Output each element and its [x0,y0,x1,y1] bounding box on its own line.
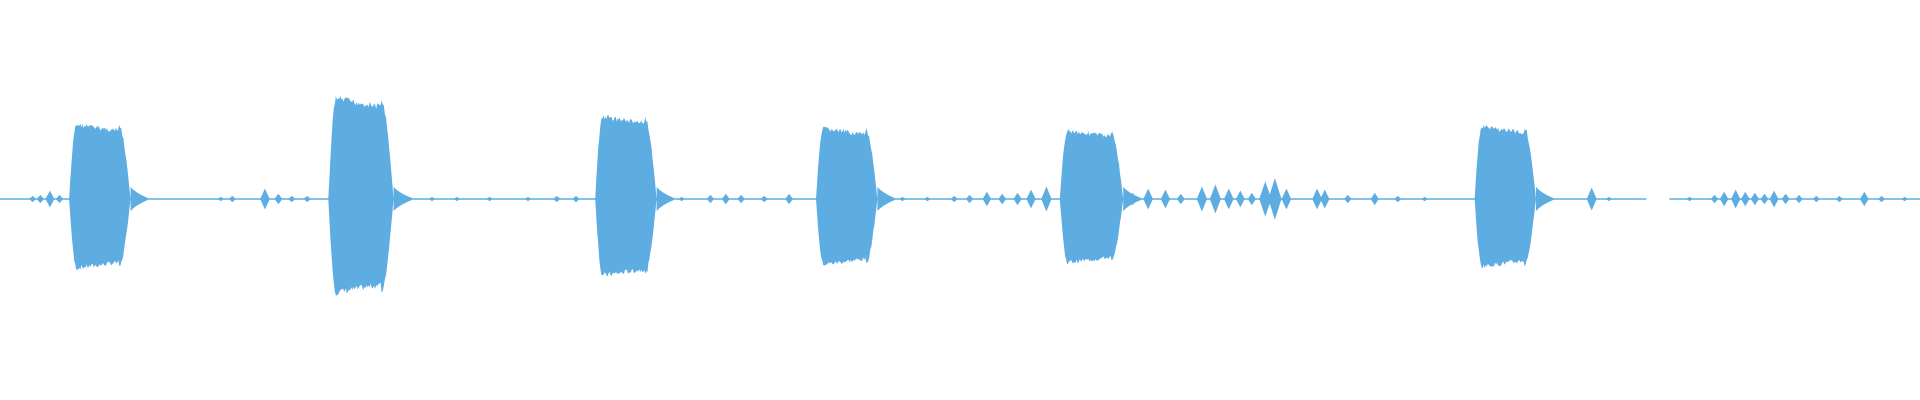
waveform-blip [1812,195,1820,203]
waveform-blip [1719,191,1729,207]
waveform-blip [1259,181,1272,217]
waveform-blip [1312,188,1322,210]
waveform-blip [1878,195,1886,203]
waveform-blip [760,195,768,203]
waveform-blip [1013,192,1022,206]
waveform-blip [1235,190,1245,208]
waveform-blip [1160,189,1171,209]
waveform-blip [678,196,685,202]
waveform-blip [1247,192,1256,206]
waveform-blip [1209,184,1221,214]
waveform-blip [1041,186,1052,212]
waveform-blip [1586,187,1597,211]
waveform-blip [785,193,794,205]
waveform-blip [45,190,55,208]
waveform-blip [303,195,311,203]
waveform-blip [1710,194,1719,204]
waveform-blip [1268,178,1282,220]
waveform-blip [1795,194,1803,204]
waveform-speech-burst [1059,129,1141,265]
waveform-blip [288,195,296,203]
waveform-speech-burst [69,123,148,271]
waveform-blip [260,188,270,210]
waveform-blip [950,195,958,203]
waveform-blip [524,196,532,202]
waveform-speech-burst [595,115,674,277]
waveform-blip [1741,191,1750,207]
waveform-blip [1394,195,1402,203]
waveform-blip [1781,193,1790,205]
waveform-blip [1750,192,1759,206]
waveform-blip [924,196,931,202]
waveform-blip [1605,196,1613,202]
waveform-blip [1196,186,1208,212]
waveform-blip [982,191,992,207]
waveform-blip [899,196,906,202]
waveform-blip [998,193,1007,205]
waveform-blip [1901,196,1908,202]
waveform-blip [428,196,436,202]
waveform-blip [1370,192,1379,206]
waveform-blip [486,196,493,202]
waveform-blip [1176,193,1185,205]
waveform-blip [1686,196,1693,202]
waveform-blip [217,196,225,202]
waveform-blip [1421,196,1428,202]
waveform-blip [1344,194,1352,204]
waveform-blip [228,195,236,203]
waveform-blip [1835,195,1843,203]
waveform-speech-burst [1474,125,1554,269]
waveform-blip [1143,188,1153,210]
waveform-blip [1281,188,1292,210]
waveform-blip [274,193,283,205]
waveform-blip [29,195,37,203]
waveform-blip [55,194,64,204]
waveform-blip [453,196,461,202]
waveform-speech-burst [328,95,412,296]
waveform-blip [553,195,561,203]
waveform-blip [1760,193,1769,205]
waveform-blip [1026,189,1036,209]
waveform-blip [706,194,715,204]
waveform-blip [36,194,45,204]
waveform-blip [572,195,580,203]
waveform-blip [1731,189,1741,209]
waveform-blip [1224,188,1234,210]
waveform-blip [1320,189,1330,209]
waveform-blip [1860,191,1869,207]
waveform-blip [737,194,745,204]
waveform-blip [965,194,974,204]
waveform-speech-burst [816,126,895,266]
waveform-blip [721,193,730,205]
waveform-blip [1769,190,1779,208]
